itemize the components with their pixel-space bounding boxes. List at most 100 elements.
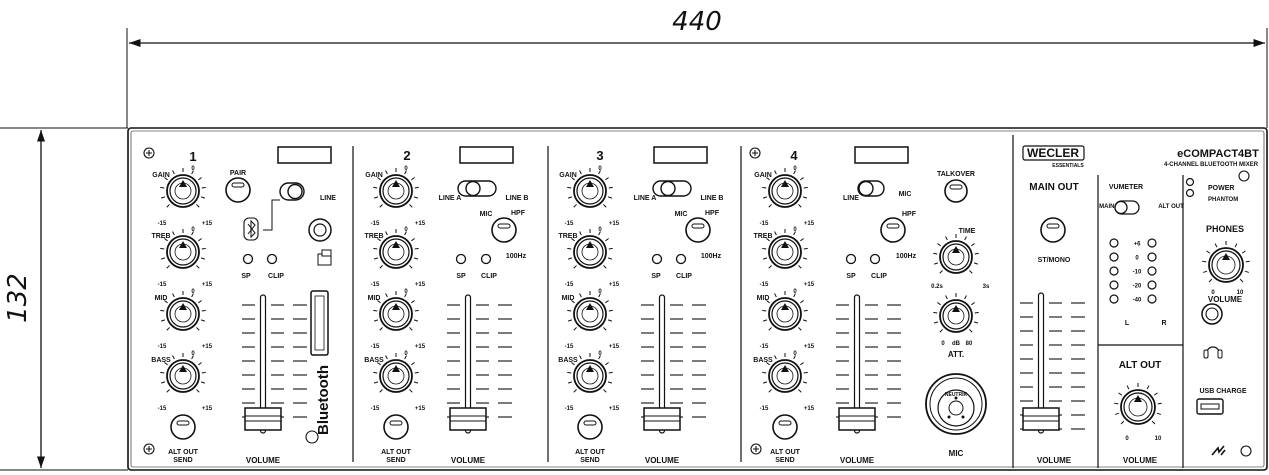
alt-out-send-button[interactable] [383, 414, 409, 440]
clip-label: CLIP [268, 273, 284, 280]
gain-knob[interactable] [768, 174, 802, 208]
phones-jack[interactable] [1201, 303, 1223, 325]
fader-scale [836, 304, 901, 418]
line-switch[interactable] [457, 180, 497, 197]
mid-min-mark: -15 [371, 344, 380, 350]
knob-scale-ticks [373, 291, 419, 331]
treb-knob[interactable] [573, 235, 607, 269]
att-knob[interactable] [939, 299, 973, 333]
vu-level-label: 0 [1135, 256, 1139, 262]
bass-label: BASS [753, 357, 773, 364]
vumeter-title: VUMETER [1109, 184, 1143, 191]
knob-scale-ticks [160, 353, 206, 393]
st-mono-button[interactable] [1040, 217, 1066, 243]
alt-out-title: ALT OUT [1119, 360, 1162, 371]
treb-zero-mark: 0 [191, 227, 195, 233]
pair-label: PAIR [230, 170, 246, 177]
fader-cap[interactable] [838, 407, 876, 431]
treb-zero-mark: 0 [793, 227, 797, 233]
vu-led-left [1109, 280, 1119, 290]
line-bt-switch[interactable] [279, 182, 305, 201]
talkover-label: TALKOVER [937, 171, 975, 178]
vu-source-switch[interactable] [1114, 200, 1140, 215]
volume-fader[interactable] [242, 294, 307, 434]
alt-out-send-label: ALT OUT [770, 449, 801, 456]
alt-out-send-label: SEND [386, 457, 405, 464]
panel-screws [143, 147, 762, 455]
gain-label: GAIN [754, 172, 772, 179]
gain-zero-mark: 0 [404, 166, 408, 172]
treb-knob[interactable] [166, 235, 200, 269]
channel-strip-3: GAIN0-15+15TREB0-15+15MID0-15+15BASS0-15… [558, 166, 706, 465]
sp-led [845, 253, 857, 265]
bass-label: BASS [364, 357, 384, 364]
line-jack[interactable] [308, 218, 332, 242]
hpf-button[interactable] [685, 217, 711, 243]
mid-knob[interactable] [573, 297, 607, 331]
scribble-strip [653, 146, 708, 164]
bass-label: BASS [558, 357, 578, 364]
fader-cap[interactable] [1022, 407, 1060, 431]
alt-out-volume-label: VOLUME [1123, 456, 1158, 465]
neutrik-label: NEUTRIK [945, 392, 968, 398]
hpf-button[interactable] [880, 217, 906, 243]
alt-out-send-label: SEND [775, 457, 794, 464]
alt-out-volume-knob[interactable] [1120, 389, 1156, 425]
knob-scale-ticks [1202, 241, 1250, 283]
mid-knob[interactable] [379, 297, 413, 331]
treb-max-mark: +15 [415, 282, 426, 288]
bass-knob[interactable] [768, 359, 802, 393]
alt-out-send-button[interactable] [577, 414, 603, 440]
bass-knob[interactable] [573, 359, 607, 393]
treb-knob[interactable] [768, 235, 802, 269]
gain-min-mark: -15 [760, 221, 769, 227]
channel-3: 3 LINE A LINE B MIC HPF 100Hz SP CLIP [596, 146, 723, 280]
fader-scale [641, 304, 706, 418]
phones-volume-knob[interactable] [1208, 247, 1244, 283]
usb-port[interactable] [1196, 398, 1224, 415]
mic-input-label: MIC [949, 449, 964, 458]
volume-fader[interactable] [836, 294, 901, 434]
volume-label: VOLUME [451, 456, 486, 465]
line-mic-switch[interactable] [857, 180, 885, 197]
main-out-fader[interactable] [1020, 292, 1085, 434]
bass-knob[interactable] [166, 359, 200, 393]
gain-knob[interactable] [166, 174, 200, 208]
hpf-label: HPF [902, 211, 917, 218]
treb-knob[interactable] [379, 235, 413, 269]
alt-out-send-button[interactable] [170, 414, 196, 440]
model-name: eCOMPACT4BT [1177, 148, 1259, 160]
alt-out-section: ALT OUT 0 10 [1119, 360, 1162, 442]
vumeter-section: VUMETER MAIN OUT ALT OUT +60-10-20-40 L … [1099, 184, 1184, 327]
volume-fader[interactable] [447, 294, 512, 434]
line-switch[interactable] [652, 180, 692, 197]
mid-knob[interactable] [166, 297, 200, 331]
talkover-button[interactable] [944, 179, 968, 203]
channel-dividers [352, 135, 1184, 468]
bass-max-mark: +15 [202, 406, 213, 412]
fader-cap[interactable] [244, 407, 282, 431]
mid-max-mark: +15 [202, 344, 213, 350]
gain-knob[interactable] [573, 174, 607, 208]
sp-label: SP [846, 273, 856, 280]
alt-out-max: 10 [1155, 436, 1162, 442]
gain-knob[interactable] [379, 174, 413, 208]
hpf-button[interactable] [491, 217, 517, 243]
fader-scale [447, 304, 512, 418]
sp-led [242, 253, 254, 265]
alt-out-send-button[interactable] [772, 414, 798, 440]
knob-scale-ticks [762, 168, 808, 208]
brand-sub: ESSENTIALS [1052, 163, 1084, 169]
alt-out-send-label: SEND [173, 457, 192, 464]
fader-cap[interactable] [449, 407, 487, 431]
mic-combo-jack[interactable]: NEUTRIK [925, 373, 987, 435]
knob-scale-ticks [762, 229, 808, 269]
bass-knob[interactable] [379, 359, 413, 393]
volume-fader[interactable] [641, 294, 706, 434]
bass-zero-mark: 0 [404, 351, 408, 357]
time-knob[interactable] [939, 240, 973, 274]
mid-knob[interactable] [768, 297, 802, 331]
att-min: 0 [941, 341, 945, 347]
fader-cap[interactable] [643, 407, 681, 431]
pair-button[interactable] [225, 177, 251, 203]
